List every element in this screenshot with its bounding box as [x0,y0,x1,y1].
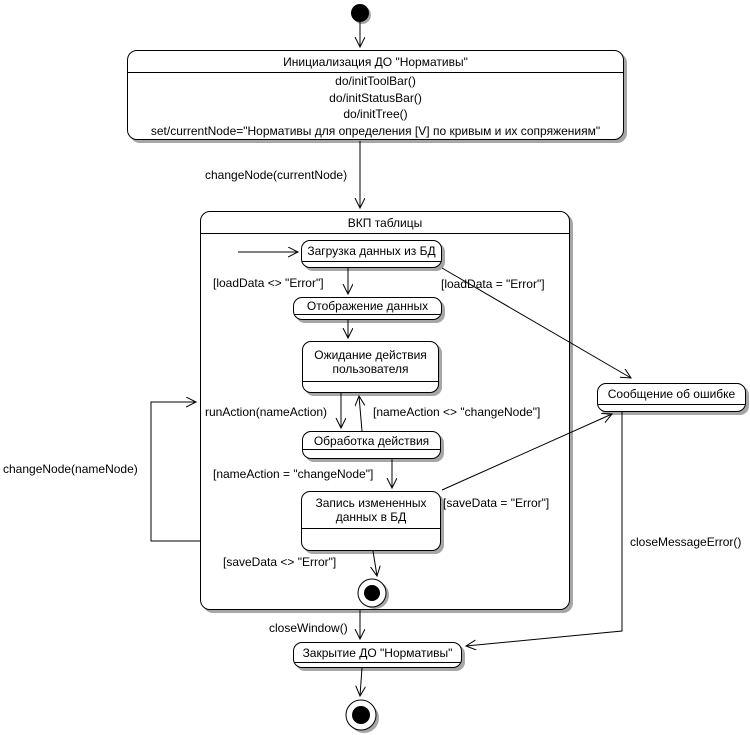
label-nameaction-eq-changenode: [nameAction = "changeNode"] [213,467,374,481]
state-init-normativy: Инициализация ДО "Нормативы" do/initTool… [127,50,624,140]
label-runaction: runAction(nameAction) [205,405,328,419]
state-process-action: Обработка действия [302,431,441,459]
state-save-data-footer [302,529,440,550]
state-load-data-name: Загрузка данных из БД [302,241,441,262]
action-init-toolbar: do/initToolBar() [335,74,416,89]
state-error-message-name: Сообщение об ошибке [598,384,745,405]
final-state-node [345,699,379,733]
state-wait-user-name: Ожидание действия пользователя [303,342,438,382]
action-set-currentnode: set/currentNode="Нормативы для определен… [150,123,601,138]
state-close-normativy-name: Закрытие ДО "Нормативы" [294,643,461,663]
action-init-tree: do/initTree() [343,107,408,122]
state-wait-user-footer [303,382,438,392]
action-init-statusbar: do/initStatusBar() [329,90,422,105]
initial-state-node [351,4,371,24]
label-savedata-ok: [saveData <> "Error"] [223,555,337,569]
transition-close-to-final [360,667,362,696]
state-save-data-name: Запись измененных данных в БД [302,492,440,529]
state-process-action-footer [303,450,440,458]
state-init-actions: do/initToolBar() do/initStatusBar() do/i… [128,73,623,139]
label-changenode-currentnode: changeNode(currentNode) [205,168,348,182]
label-savedata-error: [saveData = "Error"] [443,496,550,510]
label-closewindow: closeWindow() [269,621,348,635]
state-process-action-name: Обработка действия [303,432,440,450]
state-init-title: Инициализация ДО "Нормативы" [128,51,623,73]
state-close-normativy-footer [294,663,461,667]
label-changenode-namenode: changeNode(nameNode) [3,462,138,476]
state-close-normativy: Закрытие ДО "Нормативы" [293,642,462,668]
transition-vkp-self-changenode [150,402,200,542]
label-loaddata-ok: [loadData <> "Error"] [213,276,324,290]
state-load-data: Загрузка данных из БД [301,240,442,268]
label-nameaction-ne-changenode: [nameAction <> "changeNode"] [373,405,541,419]
state-load-data-footer [302,262,441,267]
state-error-message: Сообщение об ошибке [597,383,746,412]
label-closemessageerror: closeMessageError() [630,535,742,549]
state-display-data: Отображение данных [293,297,442,320]
state-error-message-footer [598,405,745,411]
state-display-data-name: Отображение данных [294,298,441,315]
state-vkp-title: ВКП таблицы [201,212,569,234]
state-wait-user: Ожидание действия пользователя [302,341,439,393]
state-display-data-footer [294,315,441,319]
label-loaddata-error: [loadData = "Error"] [441,277,545,291]
state-save-data: Запись измененных данных в БД [301,491,441,551]
